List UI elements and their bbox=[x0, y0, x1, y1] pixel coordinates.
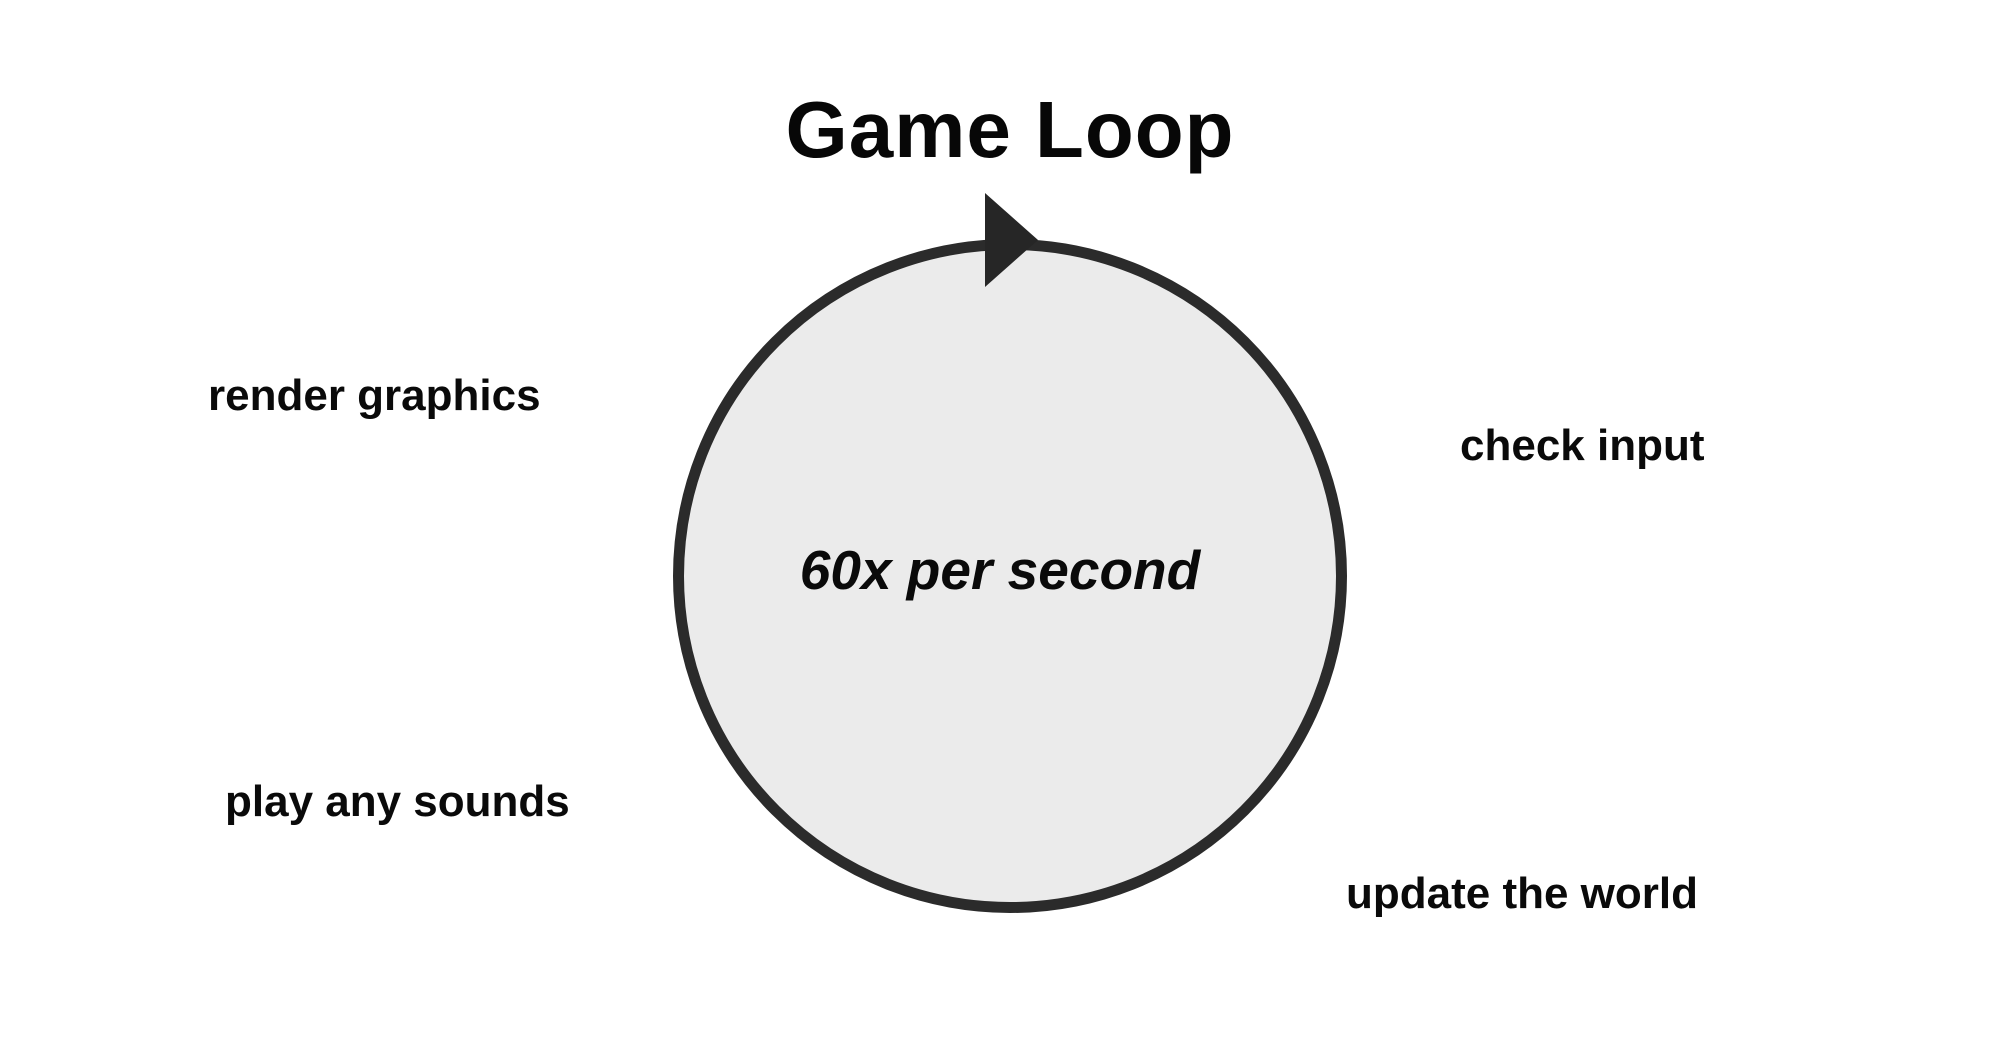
loop-frequency-label: 60x per second bbox=[799, 539, 1201, 601]
step-label-update-the-world: update the world bbox=[1346, 869, 1698, 918]
step-label-render-graphics: render graphics bbox=[208, 371, 541, 420]
diagram-title: Game Loop bbox=[785, 85, 1235, 174]
clockwise-arrow-icon bbox=[985, 193, 1038, 287]
step-label-play-any-sounds: play any sounds bbox=[225, 777, 570, 826]
step-label-check-input: check input bbox=[1460, 421, 1705, 470]
